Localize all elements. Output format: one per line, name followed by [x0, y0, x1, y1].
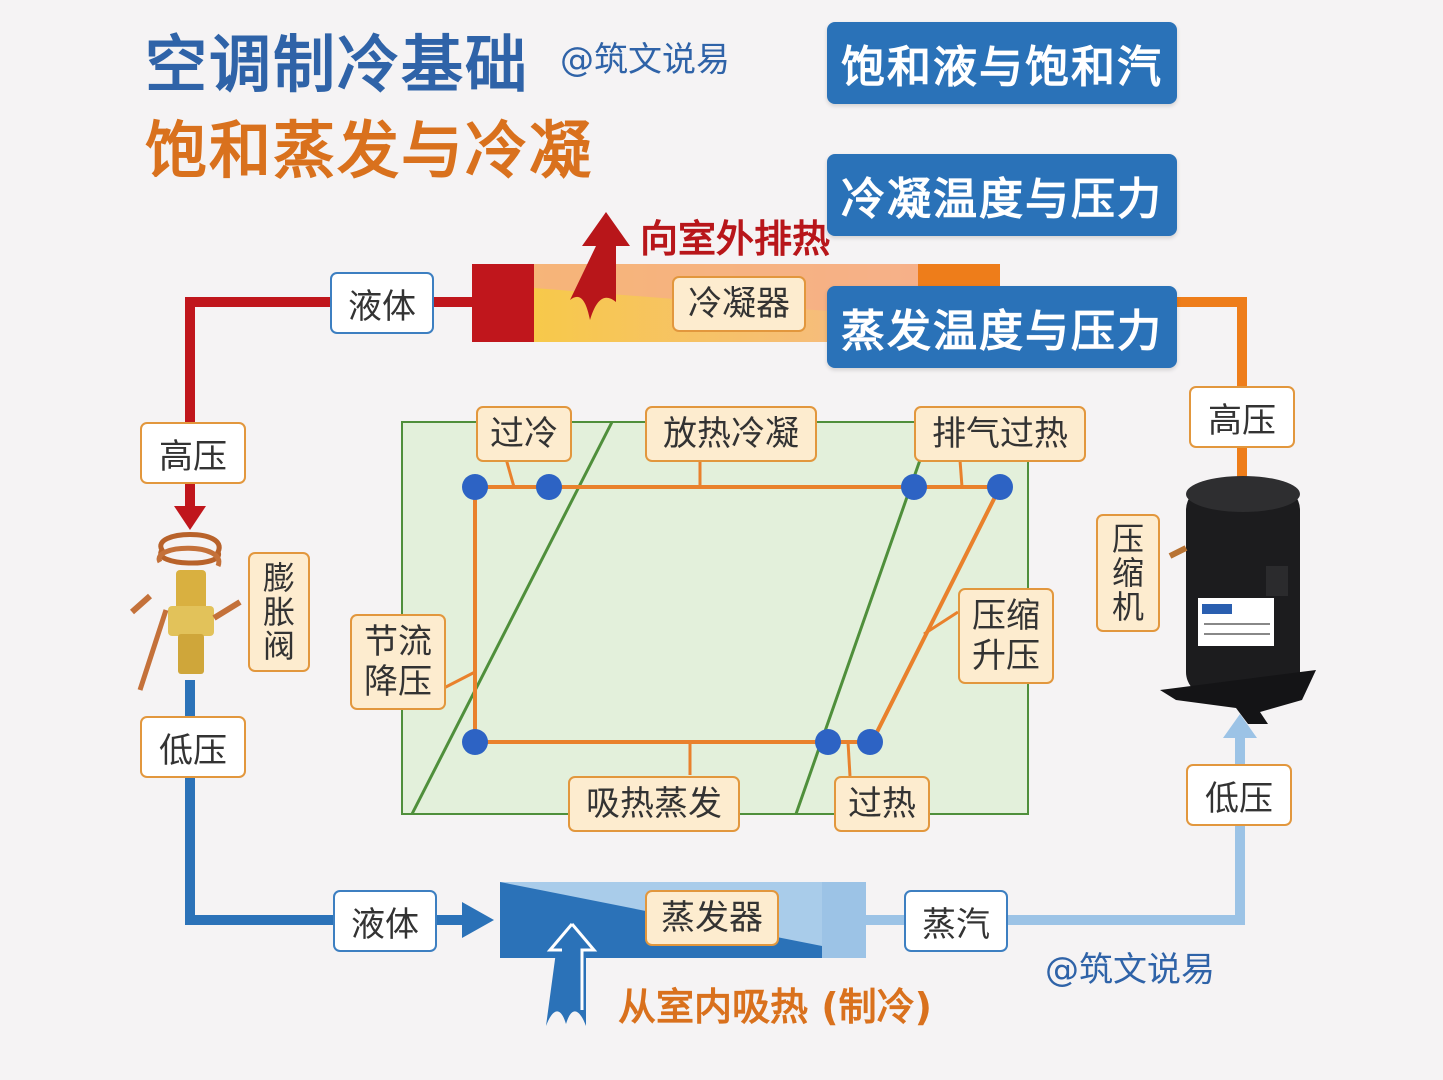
state-points: [462, 474, 1013, 755]
liquid-label-bottom: 液体: [333, 890, 437, 952]
page-subtitle: 饱和蒸发与冷凝: [145, 114, 594, 187]
compressor-label: 压缩机: [1096, 514, 1160, 632]
suction-arrowhead: [1223, 714, 1257, 738]
high-pressure-label-left: 高压: [140, 422, 246, 484]
evaporate-label: 吸热蒸发: [568, 776, 740, 832]
heat-out-arrow-icon: [570, 212, 630, 320]
evaporator-label: 蒸发器: [645, 890, 779, 946]
topic-condensing-temp-pressure-button[interactable]: 冷凝温度与压力: [827, 154, 1177, 236]
state-point: [987, 474, 1013, 500]
compressor-icon: [1160, 476, 1316, 724]
state-point: [462, 474, 488, 500]
page-title: 空调制冷基础: [145, 28, 530, 101]
topic-evaporating-temp-pressure-button[interactable]: 蒸发温度与压力: [827, 286, 1177, 368]
condenser-label: 冷凝器: [672, 276, 806, 332]
compress-label: 压缩升压: [958, 588, 1054, 684]
low-pressure-label-right: 低压: [1186, 764, 1292, 826]
discharge-superheat-label: 排气过热: [914, 406, 1086, 462]
liquid-arrowhead: [462, 902, 494, 938]
condense-label: 放热冷凝: [645, 406, 817, 462]
high-pressure-arrowhead: [174, 506, 206, 530]
state-point: [857, 729, 883, 755]
low-pressure-label-left: 低压: [140, 716, 246, 778]
topic-saturated-liquid-vapor-button[interactable]: 饱和液与饱和汽: [827, 22, 1177, 104]
saturated-vapor-curve: [794, 459, 922, 815]
high-pressure-label-right: 高压: [1189, 386, 1295, 448]
state-point: [901, 474, 927, 500]
subcool-label: 过冷: [476, 406, 572, 462]
vapor-label: 蒸汽: [904, 890, 1008, 952]
author-handle: @筑文说易: [560, 40, 730, 80]
heat-in-arrow-icon: [544, 918, 600, 1026]
liquid-label-top: 液体: [330, 272, 434, 334]
state-point: [815, 729, 841, 755]
heat-out-caption: 向室外排热: [640, 217, 831, 261]
throttle-label: 节流降压: [350, 614, 446, 710]
superheat-label: 过热: [834, 776, 930, 832]
expansion-valve-label: 膨胀阀: [248, 552, 310, 672]
state-point: [536, 474, 562, 500]
heat-in-caption: 从室内吸热 (制冷): [618, 985, 932, 1029]
footer-handle: @筑文说易: [1045, 950, 1215, 990]
expansion-valve-icon: [130, 532, 242, 691]
state-point: [462, 729, 488, 755]
